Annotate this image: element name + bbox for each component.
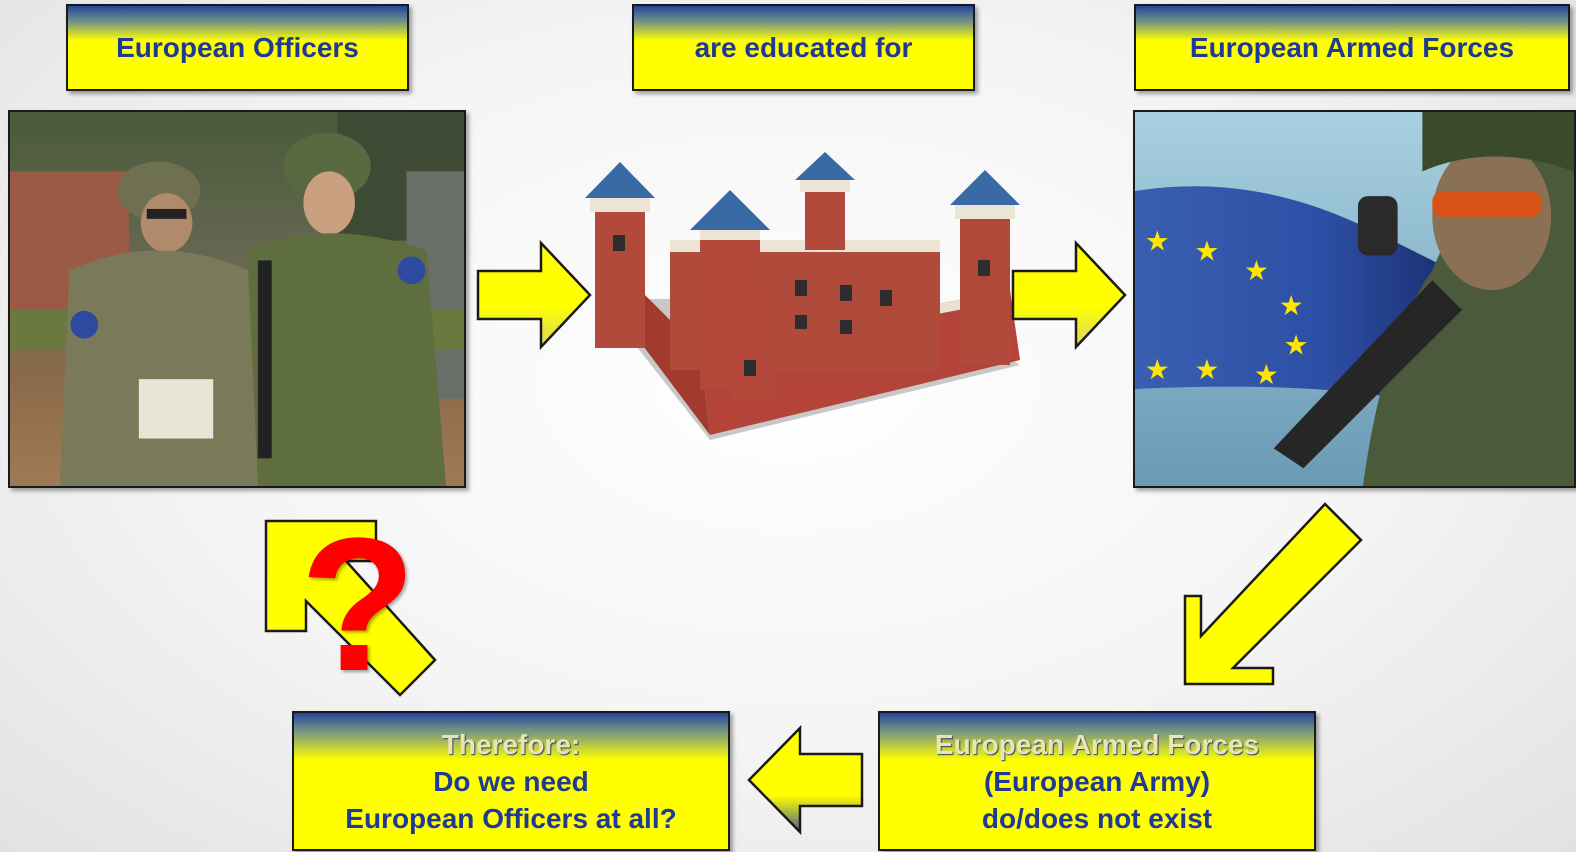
box-european-officers: European Officers: [66, 4, 409, 91]
therefore-line3: European Officers at all?: [345, 802, 677, 834]
svg-text:★: ★: [1194, 234, 1219, 267]
forces-not-exist-line1: European Armed Forces: [934, 728, 1260, 760]
therefore-line1: Therefore:: [441, 728, 581, 760]
forces-not-exist-line2: (European Army): [983, 765, 1211, 797]
arrow-diagonal-down: [1183, 502, 1363, 686]
svg-text:★: ★: [1145, 353, 1170, 386]
question-mark: ?: [300, 499, 417, 711]
arrow-right-2: [1011, 240, 1127, 350]
arrow-left: [747, 725, 864, 835]
svg-text:★: ★: [1145, 225, 1170, 258]
castle-image: [580, 150, 1025, 450]
arrow-right-1: [476, 240, 592, 350]
box-therefore: Therefore: Do we need European Officers …: [292, 711, 730, 851]
box-forces-not-exist: European Armed Forces (European Army) do…: [878, 711, 1316, 851]
box-european-officers-label: European Officers: [116, 32, 359, 63]
box-are-educated-for: are educated for: [632, 4, 975, 91]
arrow-diagonal-up: [264, 519, 437, 697]
svg-text:★: ★: [1279, 289, 1304, 322]
box-european-armed-forces: European Armed Forces: [1134, 4, 1570, 91]
box-european-armed-forces-label: European Armed Forces: [1189, 32, 1515, 63]
forces-not-exist-line3: do/does not exist: [981, 802, 1213, 834]
svg-text:★: ★: [1284, 328, 1309, 361]
eu-soldier-photo: ★★ ★★ ★★ ★★: [1133, 110, 1576, 488]
svg-text:★: ★: [1194, 353, 1219, 386]
therefore-line2: Do we need: [433, 765, 589, 797]
box-are-educated-for-label: are educated for: [694, 32, 913, 63]
svg-text:★: ★: [1254, 358, 1279, 391]
svg-text:★: ★: [1244, 254, 1269, 287]
officers-photo: [8, 110, 466, 488]
